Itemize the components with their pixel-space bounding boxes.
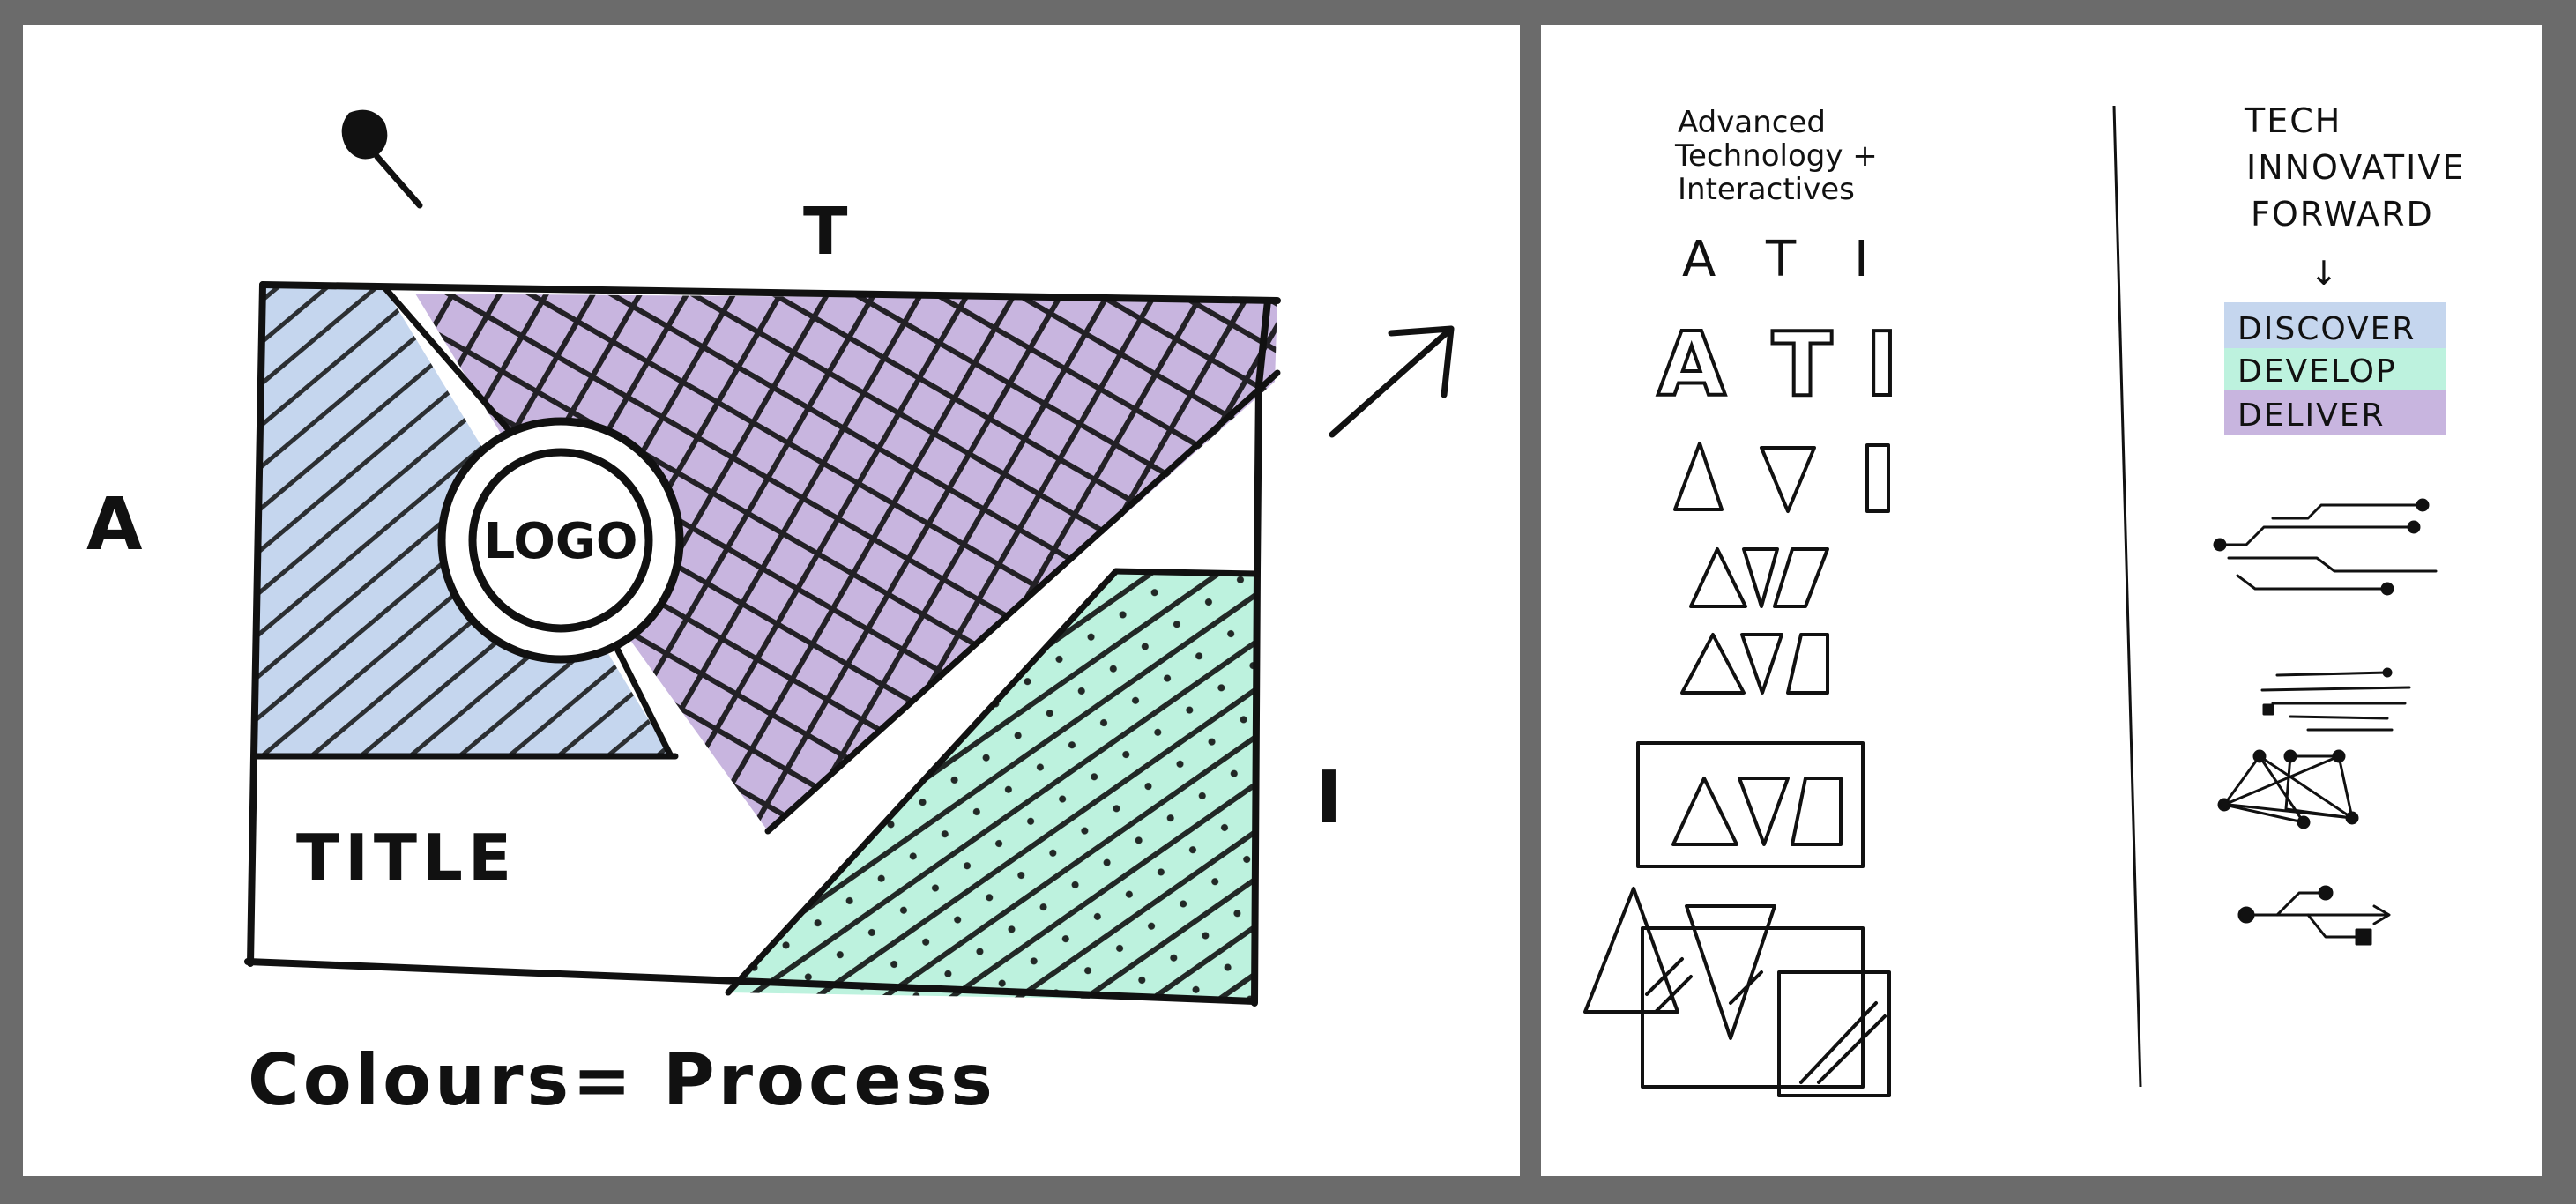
network-icon bbox=[2217, 749, 2359, 829]
process-step-bg bbox=[2224, 348, 2446, 390]
small-letter: A bbox=[1682, 231, 1716, 288]
layout-frame bbox=[244, 281, 1281, 1007]
outline-letter: T bbox=[1772, 313, 1832, 416]
pin-icon bbox=[341, 109, 423, 209]
overlapping-shapes bbox=[1583, 887, 1891, 1097]
layout-sketch: A T I bbox=[86, 109, 1455, 1121]
outline-letters: A T I bbox=[1656, 311, 1900, 418]
tagline: TECH INNOVATIVE FORWARD ↓ bbox=[2244, 101, 2465, 293]
acronym-line: Advanced bbox=[1678, 105, 1826, 140]
title-label: TITLE bbox=[296, 821, 517, 895]
process-step-bg bbox=[2224, 302, 2446, 348]
small-letter: I bbox=[1854, 231, 1869, 288]
process-step-label: DELIVER bbox=[2237, 398, 2386, 434]
acronym-description: Advanced Technology + Interactives bbox=[1674, 105, 1878, 207]
process-steps: DISCOVER DEVELOP DELIVER bbox=[2224, 302, 2446, 435]
right-sketch-panel: Advanced Technology + Interactives A T I… bbox=[1541, 25, 2542, 1176]
arrow-down-icon: ↓ bbox=[2310, 254, 2338, 293]
tagline-line: TECH bbox=[2244, 101, 2341, 140]
small-letter: T bbox=[1765, 231, 1797, 288]
usb-icon bbox=[2237, 885, 2391, 946]
triangle-shapes bbox=[1673, 442, 1890, 695]
logo-label: LOGO bbox=[484, 513, 638, 570]
exploration-sketch: Advanced Technology + Interactives A T I… bbox=[1583, 101, 2465, 1097]
small-letters: A T I bbox=[1682, 231, 1869, 288]
speed-lines-icon bbox=[2260, 667, 2411, 732]
tagline-line: INNOVATIVE bbox=[2246, 148, 2465, 187]
letter-i: I bbox=[1315, 756, 1343, 840]
process-step-label: DISCOVER bbox=[2237, 311, 2416, 347]
process-step-label: DEVELOP bbox=[2237, 353, 2397, 390]
caption: Colours= Process bbox=[248, 1039, 996, 1121]
acronym-line: Technology + bbox=[1674, 138, 1878, 174]
left-sketch-panel: A T I bbox=[23, 25, 1520, 1176]
arrow-up-right-icon bbox=[1329, 325, 1455, 438]
process-step-bg bbox=[2224, 390, 2446, 435]
divider bbox=[2112, 105, 2142, 1088]
letter-t: T bbox=[803, 194, 848, 270]
logo-circle: LOGO bbox=[437, 417, 684, 664]
acronym-line: Interactives bbox=[1678, 172, 1855, 207]
letter-a: A bbox=[86, 483, 143, 567]
boxed-mark bbox=[1636, 741, 1865, 868]
outline-letter: A bbox=[1657, 313, 1725, 416]
outline-letter: I bbox=[1865, 313, 1898, 416]
circuit-icon bbox=[2213, 498, 2438, 596]
tagline-line: FORWARD bbox=[2251, 195, 2434, 234]
